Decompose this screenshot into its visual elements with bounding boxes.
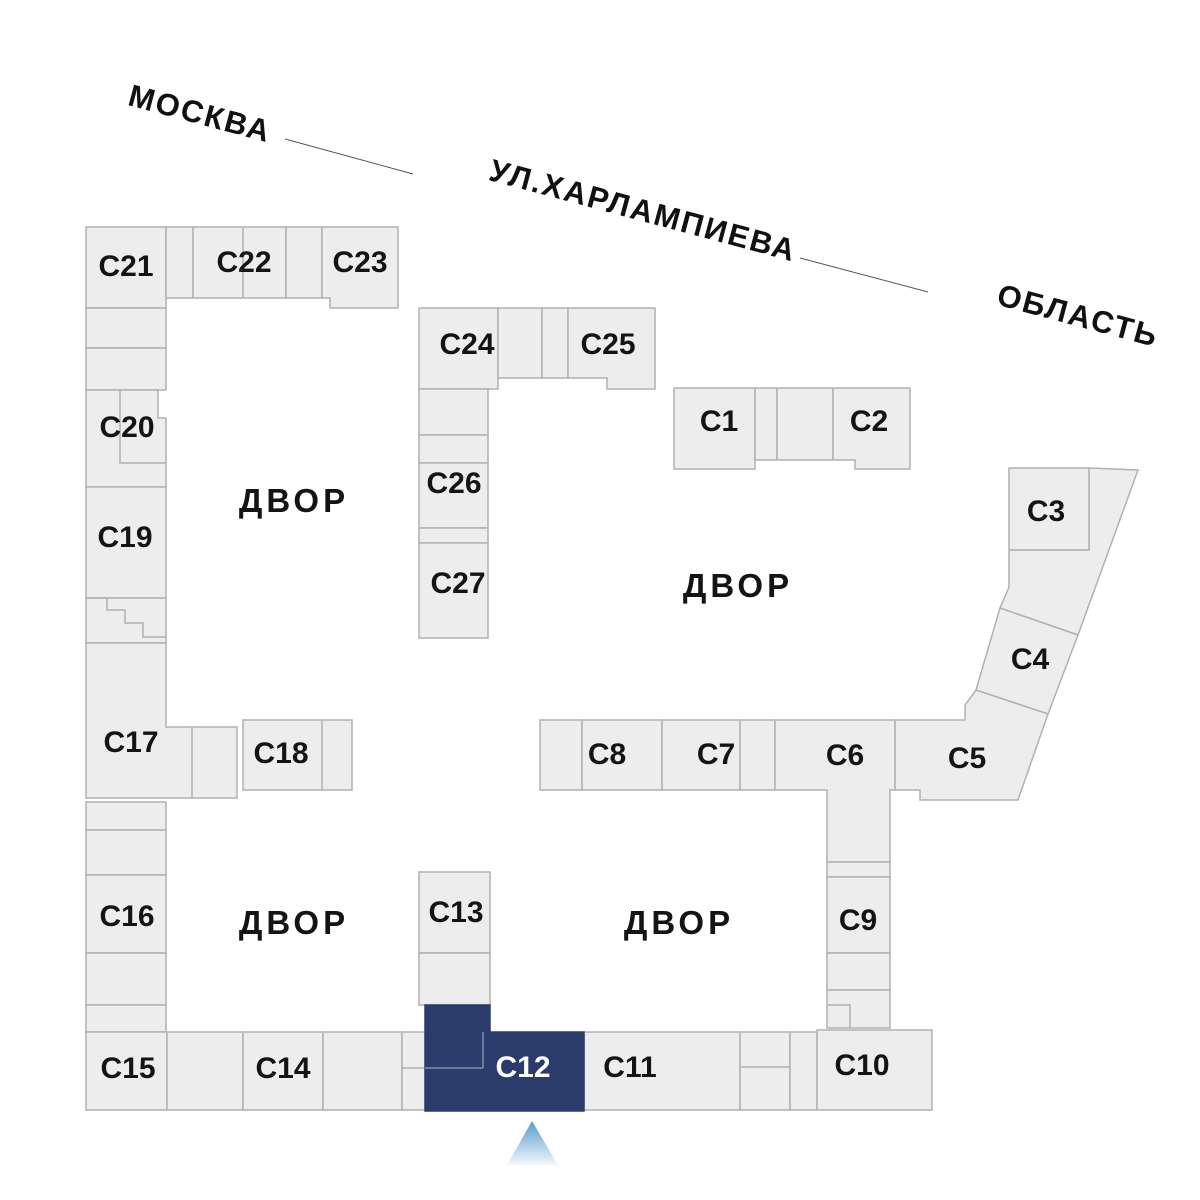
building-c24[interactable] [418, 307, 499, 390]
building-section [739, 1031, 791, 1111]
building-c9[interactable] [826, 876, 891, 954]
building-section [285, 226, 323, 299]
building-section [789, 1031, 818, 1111]
building-section [776, 387, 834, 461]
building-section [418, 527, 489, 544]
building-c20[interactable] [85, 389, 167, 488]
building-c8[interactable] [581, 719, 663, 791]
street-label-road: УЛ.ХАРЛАМПИЕВА [486, 153, 801, 269]
building-c26[interactable] [418, 462, 489, 529]
building-c1[interactable] [673, 387, 756, 470]
street-line-right [799, 257, 929, 293]
building-c3[interactable] [1008, 467, 1090, 551]
building-c22[interactable] [192, 226, 287, 299]
building-c27[interactable] [418, 542, 489, 639]
building-c21[interactable] [85, 226, 167, 309]
building-c17[interactable] [85, 642, 238, 799]
street-line-left [284, 138, 414, 175]
courtyard-label: ДВОР [683, 567, 793, 604]
building-c25[interactable] [567, 307, 656, 390]
courtyard-label: ДВОР [624, 904, 734, 941]
building-section [85, 597, 167, 644]
building-section [497, 307, 543, 379]
street-label-oblast: ОБЛАСТЬ [994, 277, 1163, 354]
building-c18[interactable] [242, 719, 353, 791]
section-divider [827, 1004, 851, 1028]
building-section [85, 347, 167, 391]
building-c6[interactable] [774, 719, 896, 863]
selected-building-marker [507, 1121, 558, 1165]
building-section [739, 719, 776, 791]
building-c15[interactable] [85, 1031, 168, 1111]
building-section [166, 1031, 244, 1111]
building-c10[interactable] [816, 1029, 933, 1111]
building-section [418, 388, 489, 436]
building-section [85, 1004, 167, 1033]
building-c23[interactable] [321, 226, 399, 309]
building-c16[interactable] [85, 874, 167, 954]
stair-divider [86, 597, 166, 638]
building-section [85, 952, 167, 1006]
building-section [541, 307, 569, 379]
building-section [322, 1031, 403, 1111]
building-section [418, 952, 491, 1006]
building-section [826, 861, 891, 878]
building-section [754, 387, 778, 461]
building-section [401, 1031, 428, 1111]
building-section [826, 989, 891, 1029]
building-c7[interactable] [661, 719, 741, 791]
building-section [826, 952, 891, 991]
building-section [539, 719, 583, 791]
building-section [85, 307, 167, 349]
building-section [418, 434, 489, 464]
courtyard-label: ДВОР [239, 904, 349, 941]
building-c2[interactable] [832, 387, 911, 470]
section-divider [119, 390, 166, 464]
building-section [85, 801, 167, 831]
building-c19[interactable] [85, 486, 167, 599]
building-c5[interactable] [894, 689, 1049, 801]
street-label-moscow: МОСКВА [125, 78, 276, 150]
building-c13[interactable] [418, 871, 491, 954]
building-c11[interactable] [583, 1031, 741, 1111]
building-section [165, 226, 194, 299]
courtyard-label: ДВОР [239, 482, 349, 519]
building-section [85, 829, 167, 876]
building-c14[interactable] [242, 1031, 324, 1111]
building-c12-selected[interactable] [424, 1004, 585, 1112]
